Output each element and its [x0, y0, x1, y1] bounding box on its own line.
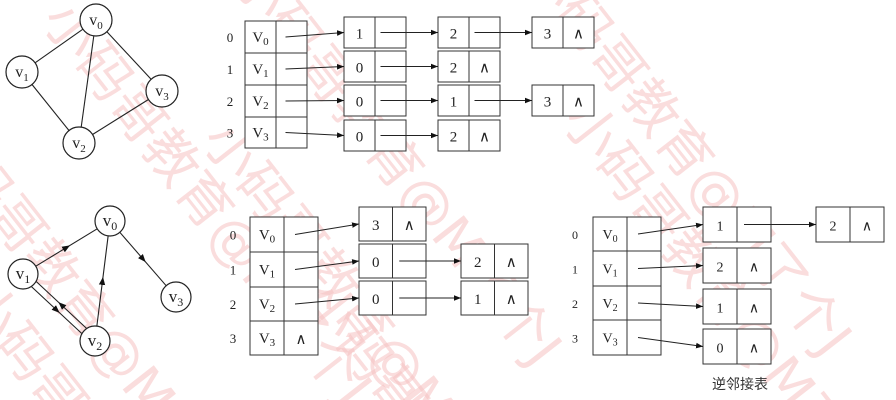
null-pointer-icon: ∧ — [479, 61, 490, 77]
directed-graph: v0 v1 v2 v3 — [7, 205, 192, 357]
vertex-v3-label: v3 — [169, 287, 184, 309]
null-pointer-icon: ∧ — [749, 302, 759, 317]
vertex-v3-label: v3 — [155, 83, 169, 103]
vertex-v0-circle — [94, 205, 126, 237]
row-index: 0 — [230, 228, 237, 243]
vertex-v1-label: v1 — [15, 64, 29, 84]
adj-vertex-index: 1 — [717, 220, 724, 235]
pointer-arrow — [637, 302, 704, 309]
row-index: 2 — [572, 297, 578, 311]
vertex-name: V2 — [602, 297, 617, 314]
graph-edge — [106, 31, 152, 80]
pointer-arrow — [637, 222, 704, 235]
graph-edge — [92, 99, 149, 135]
pointer-arrow — [285, 64, 345, 70]
row-index: 3 — [227, 126, 234, 141]
adj-vertex-index: 2 — [450, 130, 458, 146]
inverse-adjacency-list-caption: 逆邻接表 — [712, 376, 768, 393]
vertex-name: V0 — [602, 228, 617, 245]
vertex-v2-circle — [62, 126, 96, 160]
graph-edge — [119, 231, 167, 287]
watermark-text: 小码哥教育@M了个J — [510, 0, 864, 368]
null-pointer-icon: ∧ — [749, 342, 759, 357]
row-index: 3 — [572, 332, 578, 346]
row-index: 1 — [230, 263, 237, 278]
vertex-name: V2 — [259, 297, 275, 315]
adj-vertex-index: 1 — [474, 292, 482, 308]
vertex-v1-label: v1 — [16, 264, 31, 286]
pointer-arrow — [637, 337, 704, 349]
vertex-v0-label: v0 — [103, 211, 118, 233]
vertex-name: V0 — [259, 228, 276, 246]
adj-vertex-index: 2 — [474, 255, 482, 271]
null-pointer-icon: ∧ — [479, 130, 490, 146]
null-pointer-icon: ∧ — [506, 292, 517, 308]
vertex-v1-circle — [7, 258, 39, 290]
vertex-v2-label: v2 — [88, 331, 103, 353]
pointer-arrow — [294, 295, 360, 305]
row-index: 3 — [230, 331, 237, 346]
row-index: 0 — [572, 228, 578, 242]
vertex-v1-circle — [5, 55, 39, 89]
adj-vertex-index: 3 — [372, 218, 380, 234]
adj-vertex-index: 0 — [356, 61, 364, 77]
null-pointer-icon: ∧ — [573, 95, 584, 111]
adj-vertex-index: 0 — [356, 95, 364, 111]
row-index: 1 — [572, 263, 578, 277]
null-pointer-icon: ∧ — [862, 220, 872, 235]
row-index: 2 — [230, 297, 237, 312]
vertex-name: V2 — [252, 94, 268, 112]
graph-edge — [34, 28, 84, 64]
null-pointer-icon: ∧ — [404, 218, 415, 234]
vertex-name: V3 — [602, 332, 617, 349]
null-pointer-icon: ∧ — [506, 255, 517, 271]
adj-vertex-index: 2 — [830, 220, 837, 235]
null-pointer-icon: ∧ — [296, 332, 307, 348]
vertex-name: V3 — [252, 126, 269, 144]
vertex-name: V3 — [259, 331, 276, 349]
adj-vertex-index: 0 — [372, 292, 380, 308]
undirected-graph: v0 v1 v2 v3 — [5, 3, 179, 160]
vertex-name: V1 — [259, 263, 275, 281]
graph-edge — [80, 35, 95, 128]
row-index: 2 — [227, 94, 234, 109]
vertex-v3-circle — [145, 74, 179, 108]
vertex-v2-circle — [79, 325, 111, 357]
adj-vertex-index: 1 — [717, 302, 724, 317]
pointer-arrow — [285, 132, 345, 138]
vertex-name: V1 — [602, 263, 617, 280]
adj-vertex-index: 0 — [717, 342, 724, 357]
adj-vertex-index: 1 — [356, 27, 364, 43]
adj-vertex-index: 2 — [717, 261, 724, 276]
pointer-arrow — [637, 263, 704, 269]
graph-edge — [31, 84, 70, 131]
adj-vertex-index: 1 — [450, 95, 458, 111]
pointer-arrow — [294, 259, 360, 270]
vertex-v3-circle — [160, 281, 192, 313]
null-pointer-icon: ∧ — [749, 261, 759, 276]
adj-vertex-index: 2 — [450, 61, 458, 77]
row-index: 0 — [227, 30, 234, 45]
vertex-v0-label: v0 — [89, 12, 103, 32]
adj-vertex-index: 2 — [450, 27, 458, 43]
adj-vertex-index: 0 — [372, 255, 380, 271]
pointer-arrow — [294, 222, 360, 235]
adj-vertex-index: 3 — [544, 95, 552, 111]
vertex-name: V0 — [252, 30, 269, 48]
vertex-v0-circle — [79, 3, 113, 37]
vertex-v2-label: v2 — [72, 135, 86, 155]
pointer-arrow — [285, 97, 345, 104]
adj-vertex-index: 3 — [544, 27, 552, 43]
row-index: 1 — [227, 62, 234, 77]
pointer-arrow — [285, 30, 345, 38]
vertex-name: V1 — [252, 62, 268, 80]
adj-vertex-index: 0 — [356, 130, 364, 146]
null-pointer-icon: ∧ — [573, 27, 584, 43]
